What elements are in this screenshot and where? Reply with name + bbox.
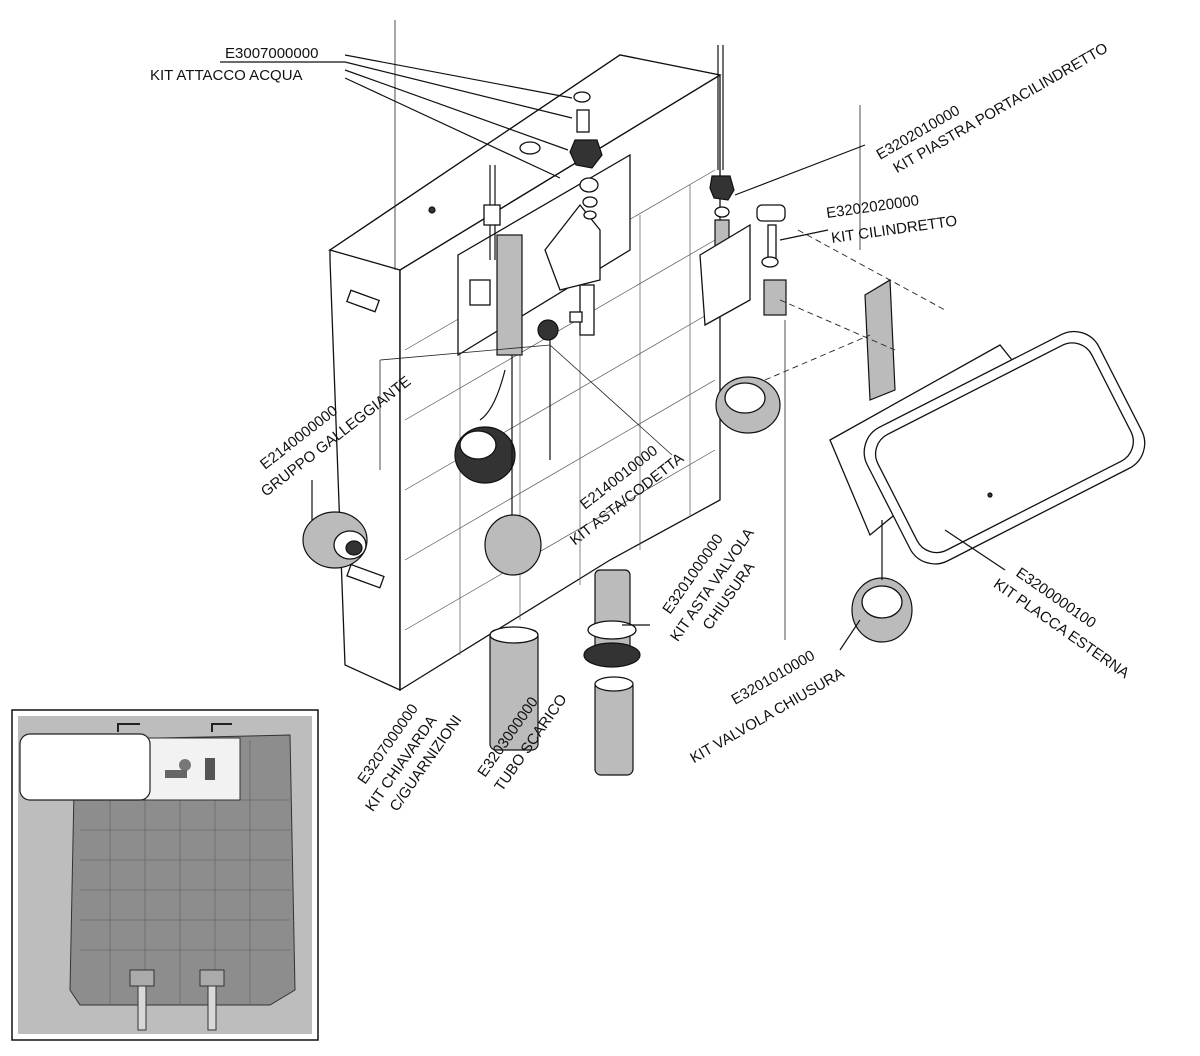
leader-lines	[344, 54, 1006, 651]
drain-pipes	[489, 569, 641, 776]
outer-plate	[829, 278, 1146, 643]
label-kit-placca-esterna: E3200000100 KIT PLACCA ESTERNA	[990, 564, 1132, 682]
label-kit-piastra: E3202010000 KIT PIASTRA PORTACILINDRETTO	[874, 40, 1111, 177]
inset-photo	[11, 709, 319, 1041]
label-kit-attacco-acqua: E3007000000 KIT ATTACCO ACQUA	[150, 45, 345, 84]
label-kit-asta-valvola: E3201000000 KIT ASTA VALVOLA CHIUSURA	[659, 525, 758, 644]
cistern-body	[327, 54, 722, 692]
float-assembly	[454, 165, 601, 576]
svg-text:E3202020000: E3202020000	[825, 192, 920, 222]
inlet-parts	[569, 91, 603, 220]
label-kit-valvola-chiusura: E3201010000 KIT VALVOLA CHIUSURA	[687, 647, 847, 767]
side-float	[302, 480, 368, 569]
right-bracket	[699, 45, 787, 434]
label-kit-cilindretto: E3202020000 KIT CILINDRETTO	[825, 192, 958, 247]
svg-text:KIT PIASTRA PORTACILINDRETTO: KIT PIASTRA PORTACILINDRETTO	[890, 40, 1110, 177]
label-kit-chiavarda: E3207000000 KIT CHIAVARDA C/GUARNIZIONI	[354, 701, 465, 815]
guide-lines	[379, 20, 946, 640]
svg-text:E3007000000: E3007000000	[225, 45, 318, 62]
svg-text:KIT ATTACCO ACQUA: KIT ATTACCO ACQUA	[150, 67, 303, 84]
